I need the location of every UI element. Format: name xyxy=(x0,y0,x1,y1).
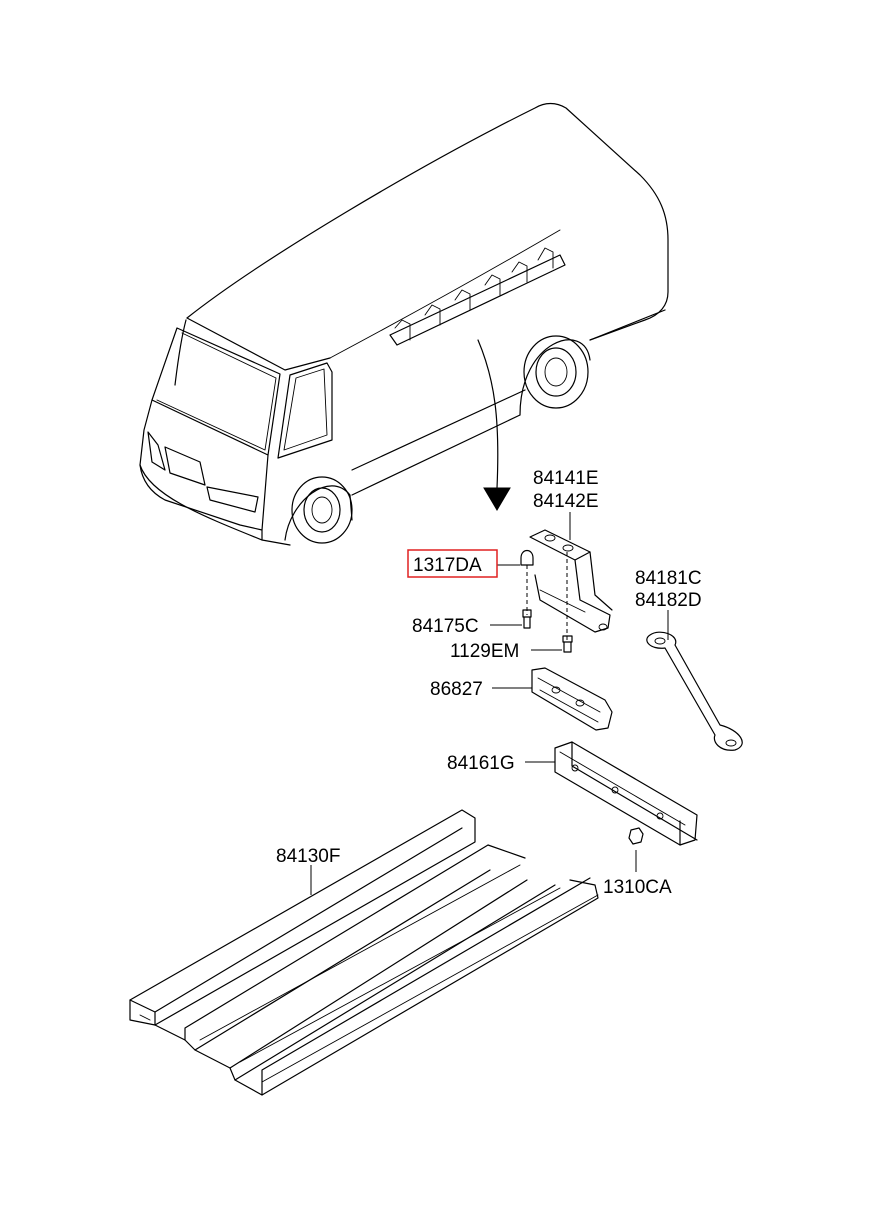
leader-lines xyxy=(310,512,669,895)
channel-84161G xyxy=(554,741,698,846)
stay-84181C xyxy=(646,631,743,751)
label-1310CA: 1310CA xyxy=(603,877,672,898)
nut-1310CA xyxy=(628,827,644,845)
nut-1317DA xyxy=(520,549,534,615)
label-84161G: 84161G xyxy=(447,753,515,774)
bolt-84175C xyxy=(522,609,532,629)
label-1129EM: 1129EM xyxy=(450,641,519,662)
label-84130F: 84130F xyxy=(276,846,340,867)
label-84182D: 84182D xyxy=(635,590,702,611)
label-84181C: 84181C xyxy=(635,568,702,589)
label-84142E: 84142E xyxy=(533,491,599,512)
label-84141E: 84141E xyxy=(533,468,599,489)
label-1317DA: 1317DA xyxy=(413,555,482,576)
reinforcement-86827 xyxy=(531,667,613,731)
bolt-1129EM xyxy=(562,635,573,653)
van-step-brackets xyxy=(389,247,566,346)
label-84175C: 84175C xyxy=(412,616,479,637)
running-board-84130F xyxy=(129,809,599,1096)
step-bracket-84141E xyxy=(529,529,613,640)
van-illustration xyxy=(139,102,669,546)
highlight-box-1317DA xyxy=(407,549,498,578)
label-86827: 86827 xyxy=(430,679,483,700)
